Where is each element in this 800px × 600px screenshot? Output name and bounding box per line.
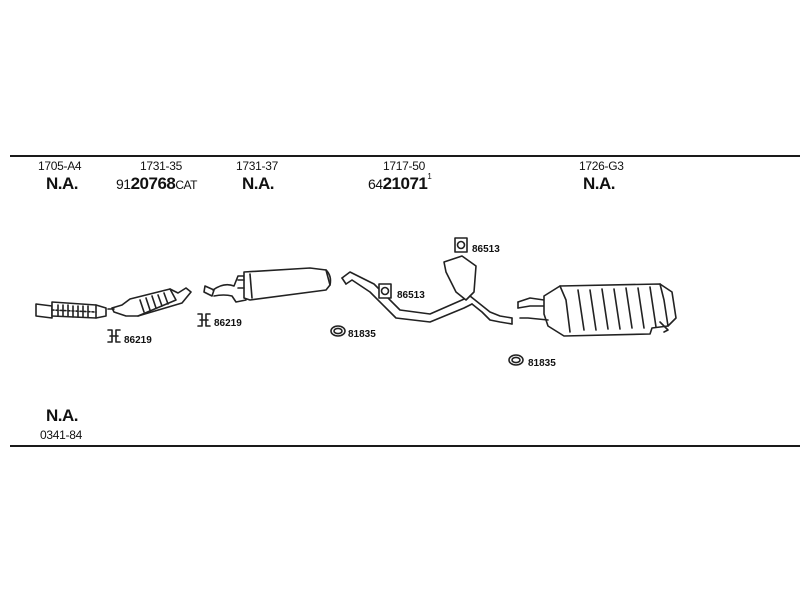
part-ref-rear-silencer: N.A.: [583, 174, 616, 193]
clamp-86219-icon: [107, 329, 121, 343]
catalyst-drawing: [107, 287, 192, 317]
part-ref-intermediate-pipe: 64210711: [368, 172, 432, 194]
accessory-label-clamp-2: 86219: [214, 318, 242, 329]
accessory-label-ring-1: 81835: [348, 329, 376, 340]
middle-silencer-drawing: [203, 267, 332, 303]
rear-silencer-drawing: [517, 283, 677, 337]
sealing-ring-81835-icon: [508, 354, 524, 366]
ref-suffix: CAT: [175, 178, 197, 192]
accessory-label-mount-1: 86513: [397, 290, 425, 301]
ref-main: 21071: [382, 174, 428, 193]
ref-superscript: 1: [427, 172, 432, 181]
ref-main: 20768: [130, 174, 176, 193]
part-ref-bottom: N.A.: [46, 406, 79, 425]
part-ref-front-pipe: N.A.: [46, 174, 79, 193]
part-code-rear-silencer: 1726-G3: [579, 159, 624, 173]
accessory-label-mount-2: 86513: [472, 244, 500, 255]
sealing-ring-81835-icon: [330, 325, 346, 337]
accessory-label-ring-2: 81835: [528, 358, 556, 369]
part-ref-catalyst: 9120768CAT: [116, 174, 197, 194]
part-code-middle-silencer: 1731-37: [236, 159, 278, 173]
ref-prefix: 64: [368, 176, 383, 192]
part-code-bottom: 0341-84: [40, 428, 82, 442]
rubber-mount-86513-icon: [454, 237, 468, 253]
part-ref-middle-silencer: N.A.: [242, 174, 275, 193]
part-code-intermediate-pipe: 1717-50: [383, 159, 425, 173]
intermediate-pipe-drawing: [341, 255, 513, 325]
part-code-front-pipe: 1705-A4: [38, 159, 82, 173]
bottom-divider: [10, 445, 800, 447]
front-pipe-drawing: [35, 301, 107, 319]
ref-prefix: 91: [116, 176, 131, 192]
clamp-86219-icon: [197, 313, 211, 327]
accessory-label-clamp-1: 86219: [124, 335, 152, 346]
rubber-mount-86513-icon: [378, 283, 392, 299]
part-code-catalyst: 1731-35: [140, 159, 182, 173]
top-divider: [10, 155, 800, 157]
